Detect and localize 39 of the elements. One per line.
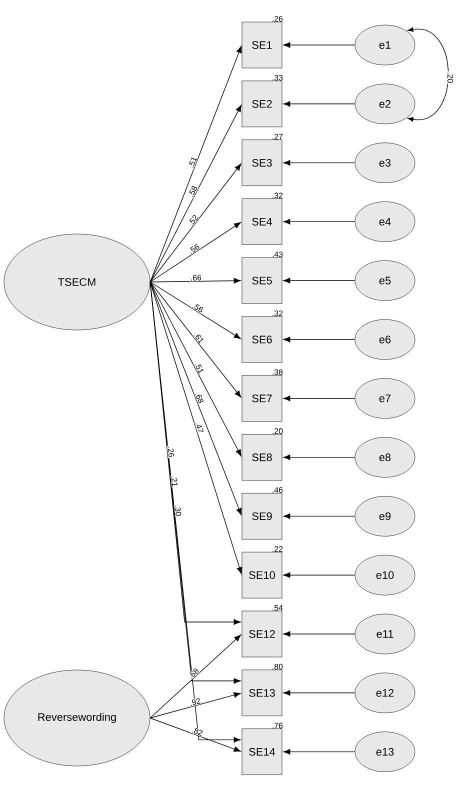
path-arrow (150, 692, 241, 718)
indicator-box: SE6 (242, 316, 282, 363)
indicator-box: SE5 (242, 257, 282, 304)
path-arrow (283, 218, 356, 224)
indicator-box: SE3 (242, 140, 282, 186)
path-arrow (150, 282, 242, 398)
path-arrow (150, 718, 241, 752)
path-arrow (283, 749, 356, 755)
path-arrow (150, 282, 241, 340)
path-arrow (283, 396, 356, 402)
path-arrow (150, 278, 241, 284)
path-arrow (283, 513, 356, 519)
indicator-box: SE13 (242, 670, 282, 716)
path-arrow (150, 164, 242, 282)
indicator-box: SE9 (242, 493, 282, 540)
path-arrow (283, 42, 356, 48)
path-arrow (150, 104, 242, 282)
indicator-box: SE4 (242, 198, 282, 245)
indicator-box: SE10 (242, 552, 282, 598)
path-arrow (283, 454, 356, 460)
indicator-box: SE12 (242, 610, 282, 658)
covariance-arrow (407, 27, 449, 122)
indicator-box: SE8 (242, 434, 282, 480)
path-arrow (150, 634, 242, 718)
path-arrow (283, 631, 356, 637)
path-arrow (283, 278, 356, 284)
indicator-box: SE1 (242, 22, 282, 68)
path-arrow (283, 101, 356, 107)
path-arrow (150, 282, 242, 456)
indicator-box: SE14 (242, 728, 282, 775)
path-arrow (150, 46, 242, 282)
path-arrow (150, 282, 242, 574)
path-arrow (283, 160, 356, 166)
path-arrow (283, 572, 356, 578)
indicator-box: SE2 (242, 80, 282, 128)
indicator-box: SE7 (242, 375, 282, 422)
path-arrow (283, 690, 356, 696)
path-arrow (283, 336, 356, 342)
path-arrow (150, 222, 241, 282)
